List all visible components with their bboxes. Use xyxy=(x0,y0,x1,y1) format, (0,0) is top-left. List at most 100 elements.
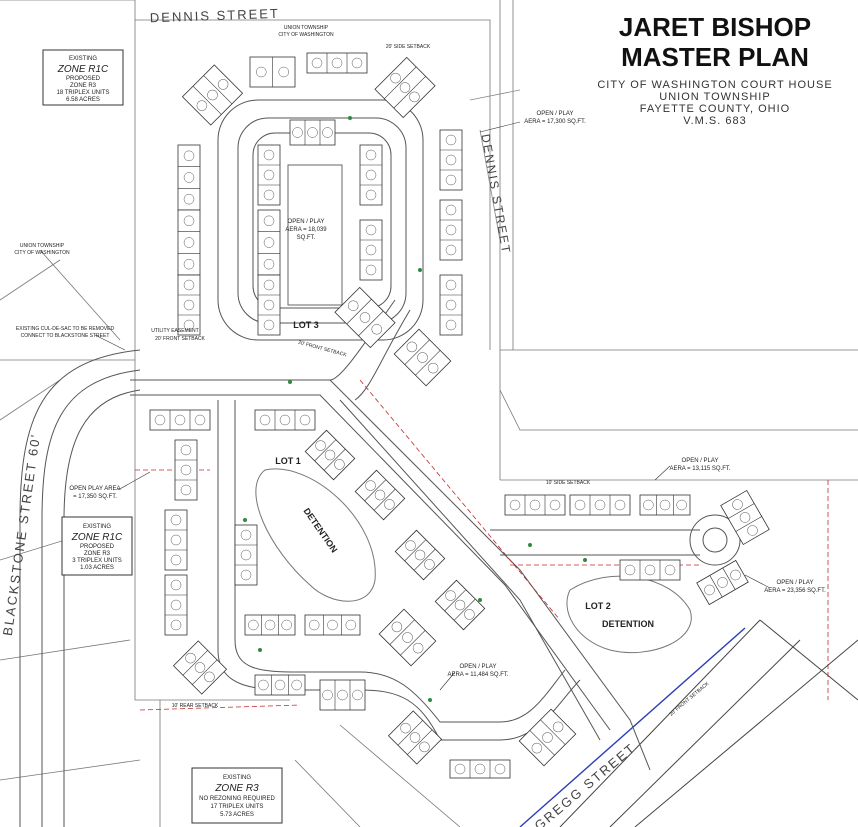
triplex-block xyxy=(394,529,446,581)
triplex-block xyxy=(257,209,281,276)
zone-bot-l2: ZONE R3 xyxy=(214,783,259,794)
triplex-block xyxy=(177,274,201,336)
triplex-block xyxy=(319,679,366,711)
unit-divider xyxy=(540,719,566,745)
unit-divider xyxy=(389,619,415,645)
unit-marker xyxy=(405,540,416,551)
triplex-block xyxy=(359,219,383,281)
zone-mid-l2: ZONE R1C xyxy=(71,532,123,543)
unit-marker xyxy=(676,499,687,511)
zone-top-l4: ZONE R3 xyxy=(70,83,97,89)
unit-marker xyxy=(406,341,418,353)
note-culdesac-1: EXISTING CUL-DE-SAC TO BE REMOVED xyxy=(16,326,115,332)
unit-marker xyxy=(292,127,303,138)
triplex-block xyxy=(439,274,463,336)
triplex-outline xyxy=(177,209,201,276)
unit-marker xyxy=(552,721,564,733)
triplex-outline xyxy=(720,489,770,546)
triplex-block xyxy=(439,129,463,191)
triplex-outline xyxy=(149,409,211,431)
triplex-block xyxy=(234,524,258,586)
setback-lines xyxy=(135,379,829,711)
unit-marker xyxy=(445,319,457,331)
unit-marker xyxy=(594,499,606,511)
unit-marker xyxy=(464,609,475,620)
unit-marker xyxy=(322,127,333,138)
triplex-outline xyxy=(334,286,396,349)
unit-marker xyxy=(399,82,411,93)
note-front-setback-gregg: 20' FRONT SETBACK xyxy=(668,681,710,718)
zone-top-l6: 6.58 ACRES xyxy=(66,97,100,103)
triplex-outline xyxy=(569,494,631,516)
unit-marker xyxy=(324,449,336,461)
unit-marker xyxy=(263,169,275,181)
zone-top-l5: 18 TRIPLEX UNITS xyxy=(57,90,110,96)
triplex-outline xyxy=(374,56,436,119)
triplex-outline xyxy=(319,679,366,711)
unit-marker xyxy=(240,549,252,561)
note-side-setback-top: 20' SIDE SETBACK xyxy=(386,44,431,50)
unit-marker xyxy=(704,584,715,596)
op-east-l2: AERA = 13,115 SQ.FT. xyxy=(669,466,730,472)
unit-marker xyxy=(256,66,267,78)
unit-marker xyxy=(351,57,363,69)
unit-marker xyxy=(194,414,206,426)
triplex-outline xyxy=(449,759,511,779)
op-center-l3: SQ.FT. xyxy=(297,235,316,241)
street-dennis-top: DENNIS STREET xyxy=(150,6,280,26)
op-se-l1: OPEN / PLAY xyxy=(777,580,814,586)
triplex-units xyxy=(149,52,770,779)
unit-marker xyxy=(322,689,333,701)
triplex-outline xyxy=(181,64,244,126)
triplex-block xyxy=(164,574,188,636)
unit-marker xyxy=(365,224,377,236)
triplex-outline xyxy=(518,708,577,767)
op-ne-l1: OPEN / PLAY xyxy=(537,111,574,117)
unit-marker xyxy=(574,499,586,511)
unit-marker xyxy=(263,258,275,270)
triplex-outline xyxy=(439,274,463,336)
unit-marker xyxy=(196,100,208,111)
triplex-outline xyxy=(172,640,228,695)
title-county: FAYETTE COUNTY, OHIO xyxy=(640,103,790,115)
triplex-block xyxy=(254,674,306,696)
unit-marker xyxy=(180,484,192,496)
triplex-block xyxy=(720,489,770,546)
dennis-street-right xyxy=(469,89,521,241)
unit-marker xyxy=(365,189,377,201)
op-left-l2: = 17,350 SQ.FT. xyxy=(73,494,117,500)
unit-divider xyxy=(397,720,423,746)
triplex-block xyxy=(257,274,281,336)
unit-divider xyxy=(404,339,430,365)
unit-marker xyxy=(248,619,259,631)
unit-divider xyxy=(358,310,384,336)
lot3-label: LOT 3 xyxy=(293,320,319,330)
triplex-block xyxy=(289,119,336,146)
unit-divider xyxy=(709,575,723,598)
unit-marker xyxy=(258,679,269,691)
unit-divider xyxy=(373,488,396,511)
zone-mid-l3: PROPOSED xyxy=(80,544,115,550)
title-line2: MASTER PLAN xyxy=(621,42,809,72)
unit-marker xyxy=(365,169,377,181)
zone-mid-l5: 3 TRIPLEX UNITS xyxy=(72,558,122,564)
op-east-l1: OPEN / PLAY xyxy=(682,458,719,464)
triplex-outline xyxy=(257,144,281,206)
triplex-block xyxy=(434,579,486,631)
unit-marker xyxy=(183,279,195,291)
unit-marker xyxy=(307,127,318,138)
unit-marker xyxy=(281,619,292,631)
triplex-block xyxy=(172,640,228,695)
street-blackstone: BLACKSTONE STREET 60' xyxy=(0,432,43,637)
triplex-outline xyxy=(304,429,356,481)
unit-marker xyxy=(400,722,411,734)
zone-box-mid: EXISTING ZONE R1C PROPOSED ZONE R3 3 TRI… xyxy=(61,516,133,576)
zone-bot-l4: 17 TRIPLEX UNITS xyxy=(211,804,264,810)
triplex-block xyxy=(254,409,316,431)
note-front-setback-20: 20' FRONT SETBACK xyxy=(297,340,347,359)
triplex-outline xyxy=(164,509,188,571)
unit-marker xyxy=(417,352,428,363)
triplex-block xyxy=(639,494,691,516)
unit-marker xyxy=(542,732,553,743)
unit-marker xyxy=(624,564,636,576)
